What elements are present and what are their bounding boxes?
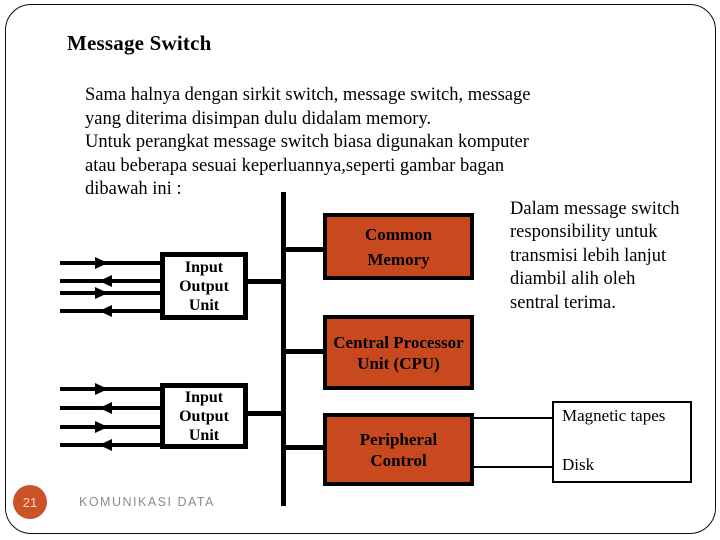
side-note-line: Dalam message switch xyxy=(510,199,680,219)
channel-line xyxy=(60,425,160,429)
body-text-line: yang diterima disimpan dulu didalam memo… xyxy=(85,108,432,129)
box-label-line: Output xyxy=(179,407,229,425)
arrow-right-icon xyxy=(95,257,108,269)
body-text: Sama halnya dengan sirkit switch, messag… xyxy=(85,84,660,202)
arrow-right-icon xyxy=(95,421,108,433)
box-label-line: Control xyxy=(370,450,427,470)
box-label-line: Memory xyxy=(367,249,430,269)
storage-legend-box: Magnetic tapes Disk xyxy=(552,401,692,483)
box-label-line: Unit xyxy=(188,426,220,444)
connector-bus-peripheral xyxy=(285,445,323,450)
footer-text: KOMUNIKASI DATA xyxy=(79,495,215,509)
box-label-line: Central Processor xyxy=(333,332,464,352)
io-unit-2-box: Input Output Unit xyxy=(160,383,248,449)
arrow-left-icon xyxy=(99,402,112,414)
box-label-line: Peripheral xyxy=(359,429,438,449)
connector-io1-bus xyxy=(246,279,282,284)
box-label-line: Common xyxy=(364,224,433,244)
connector-bus-cpu xyxy=(285,349,323,354)
bus-line xyxy=(281,192,286,506)
channel-line xyxy=(60,387,160,391)
body-text-line: atau beberapa sesuai keperluannya,sepert… xyxy=(85,155,505,176)
connector-bus-common-memory xyxy=(285,247,323,252)
box-label-line: Unit xyxy=(188,296,220,314)
connector-io2-bus xyxy=(246,411,282,416)
page-number-badge: 21 xyxy=(13,485,47,519)
slide-title: Message Switch xyxy=(67,31,212,55)
body-text-line: dibawah ini : xyxy=(85,179,182,199)
body-text-line: Sama halnya dengan sirkit switch, messag… xyxy=(85,85,531,105)
body-text-line: Untuk perangkat message switch biasa dig… xyxy=(85,132,529,152)
side-note-text: Dalam message switch responsibility untu… xyxy=(510,198,710,315)
arrow-left-icon xyxy=(99,305,112,317)
box-label-line: Output xyxy=(179,277,229,295)
box-label-line: Input xyxy=(184,388,224,406)
connector-peripheral-tapes xyxy=(474,417,552,419)
side-note-line: transmisi lebih lanjut xyxy=(510,245,667,266)
channel-line xyxy=(60,291,160,295)
arrow-right-icon xyxy=(95,383,108,395)
peripheral-control-box: Peripheral Control xyxy=(323,413,474,486)
side-note-line: diambil alih oleh xyxy=(510,269,636,290)
side-note-line: sentral terima. xyxy=(510,292,616,313)
box-label-line: Unit (CPU) xyxy=(357,353,440,373)
arrow-right-icon xyxy=(95,287,108,299)
box-label-line: Input xyxy=(184,258,224,276)
cpu-box: Central Processor Unit (CPU) xyxy=(323,315,474,390)
channel-line xyxy=(60,261,160,265)
arrow-left-icon xyxy=(99,439,112,451)
label-magnetic-tapes: Magnetic tapes xyxy=(562,406,666,425)
connector-peripheral-disk xyxy=(474,466,552,468)
io-unit-1-box: Input Output Unit xyxy=(160,252,248,320)
arrow-left-icon xyxy=(99,275,112,287)
side-note-line: responsibility untuk xyxy=(510,222,658,243)
common-memory-box: Common Memory xyxy=(323,213,474,280)
label-disk: Disk xyxy=(562,455,595,474)
page-number: 21 xyxy=(22,494,38,510)
